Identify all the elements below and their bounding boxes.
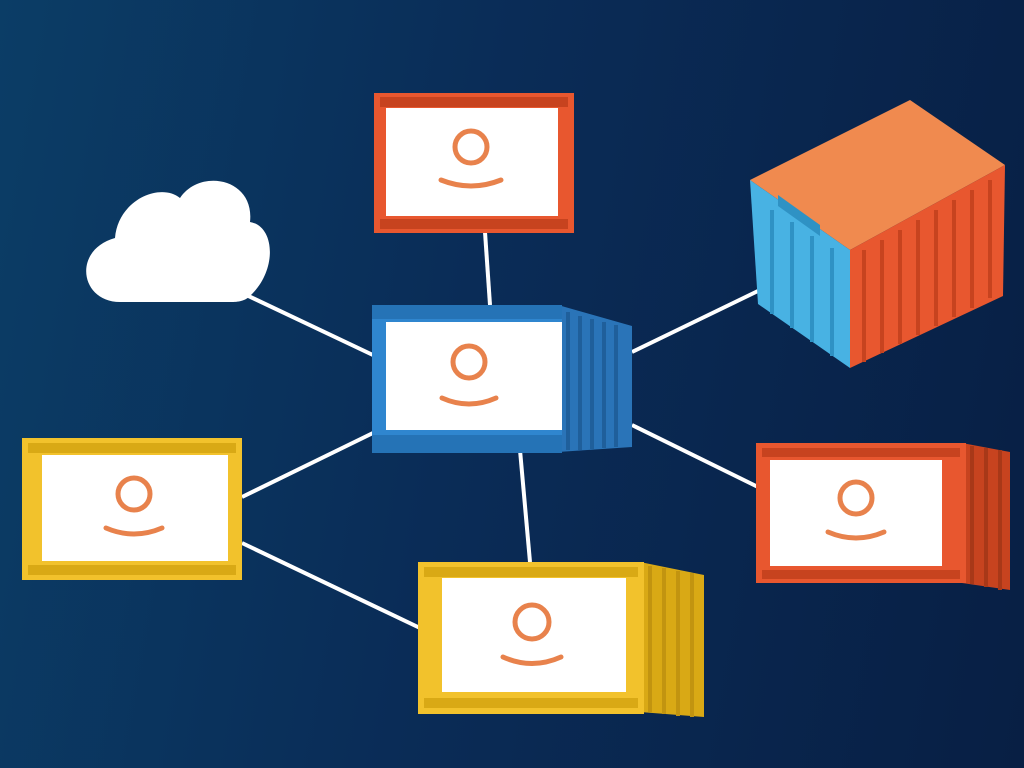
- link-center-right: [631, 423, 759, 489]
- user-icon: [500, 602, 564, 666]
- user-icon: [439, 343, 499, 407]
- link-center-bottom: [518, 449, 532, 563]
- container-center: [372, 305, 632, 453]
- user-icon: [103, 475, 165, 537]
- container-bottom: [418, 562, 704, 717]
- user-icon: [825, 479, 887, 541]
- link-center-right-3d: [631, 288, 761, 354]
- user-icon: [438, 128, 504, 189]
- link-center-left: [241, 430, 376, 499]
- container-card: [442, 578, 626, 692]
- container-top: [374, 93, 574, 233]
- connection-links: [239, 231, 761, 630]
- container-right: [756, 443, 1010, 590]
- container-ribs: [380, 97, 568, 229]
- cloud-icon: [86, 180, 270, 302]
- link-left-bottom: [241, 541, 421, 630]
- link-cloud-center: [239, 290, 376, 358]
- link-top-center: [483, 231, 492, 306]
- container-right-3d: [750, 100, 1005, 368]
- container-left: [22, 438, 242, 580]
